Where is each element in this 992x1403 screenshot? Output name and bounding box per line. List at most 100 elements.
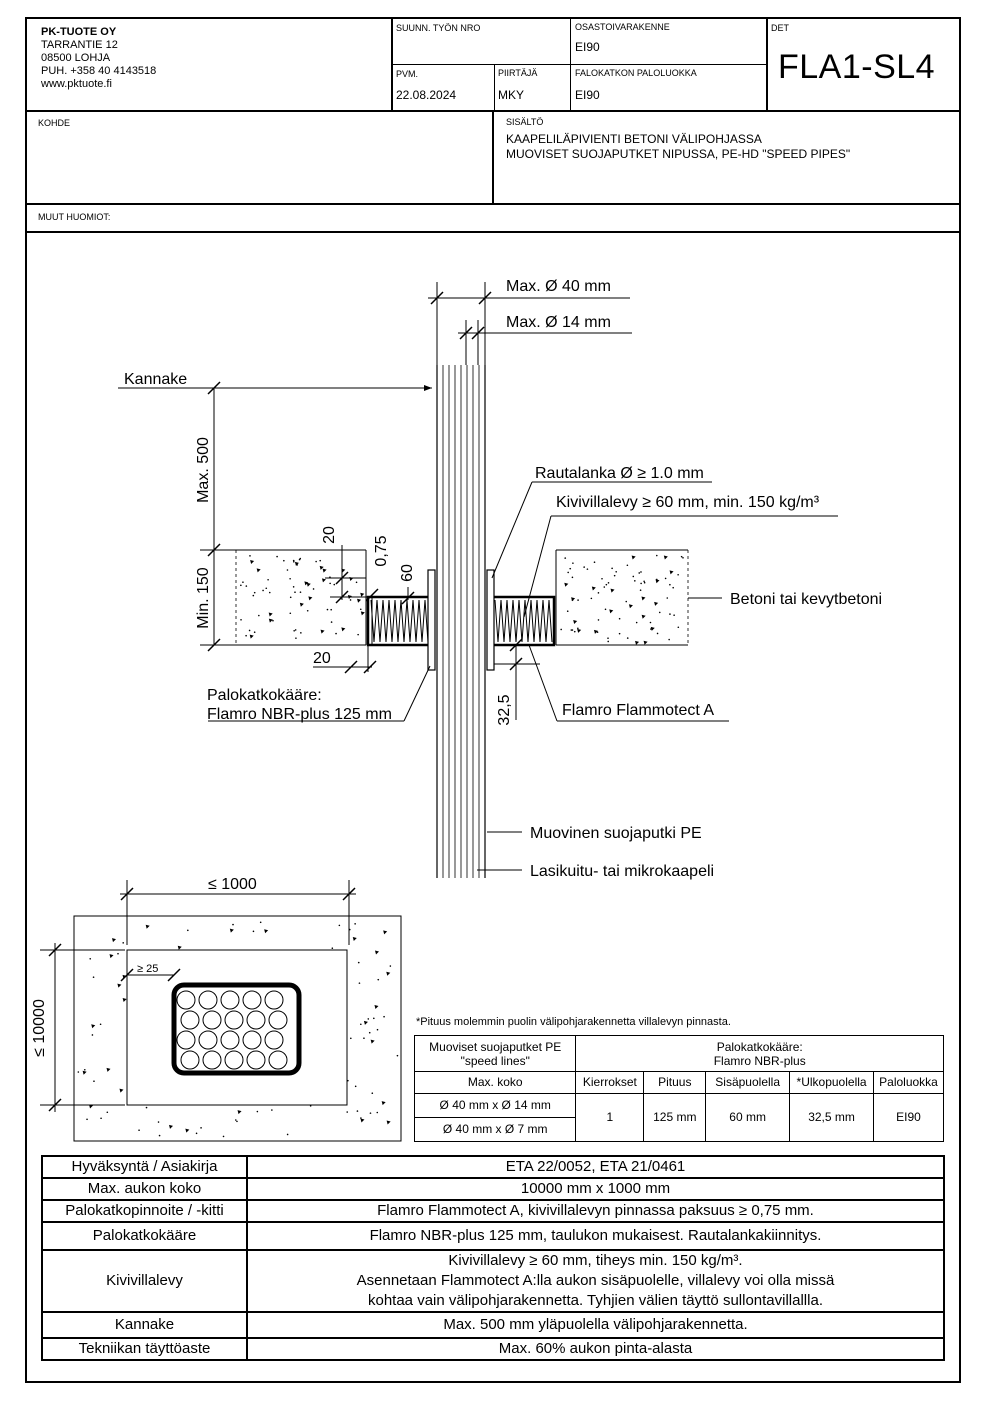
spec-row-2-size: Ø 40 mm x Ø 7 mm <box>413 1116 577 1143</box>
plan-pipe <box>268 1050 288 1070</box>
company-phone: PUH. +358 40 4143518 <box>41 65 157 77</box>
row-value: Flamro NBR-plus 125 mm, taulukon mukaise… <box>246 1221 945 1251</box>
speckle <box>669 613 671 615</box>
speckle <box>309 1105 312 1107</box>
speckle <box>573 630 576 633</box>
speckle <box>315 560 317 563</box>
speckle <box>354 923 356 925</box>
speckle <box>258 614 260 617</box>
speckle <box>330 621 333 623</box>
row-value: Max. 500 mm yläpuolella välipohjarakenne… <box>246 1311 945 1339</box>
label-d20a: 20 <box>321 526 338 544</box>
plan-pipe <box>268 1010 288 1030</box>
speckle <box>272 619 274 622</box>
plan-pipe <box>180 1010 200 1030</box>
plan-pipe <box>224 1050 244 1070</box>
speckle <box>308 596 313 601</box>
speckle <box>650 628 652 630</box>
speckle <box>100 1117 102 1120</box>
sisalto-text: KAAPELILÄPIVIENTI BETONI VÄLIPOHJASSA MU… <box>506 132 850 162</box>
suunn-label: SUUNN. TYÖN NRO <box>396 23 481 33</box>
speckle <box>373 1017 375 1020</box>
spec-row-1-size: Ø 40 mm x Ø 14 mm <box>413 1092 577 1118</box>
speckle <box>363 1020 368 1025</box>
speckle <box>264 929 269 934</box>
speckle <box>583 566 585 568</box>
sisalto-line-1: KAAPELILÄPIVIENTI BETONI VÄLIPOHJASSA <box>506 132 762 146</box>
label-min150: Min. 150 <box>195 567 212 628</box>
speckle <box>304 581 309 586</box>
speckle <box>569 567 572 570</box>
speckle <box>294 591 296 594</box>
speckle <box>319 565 324 570</box>
company-address: TARRANTIE 12 <box>41 39 118 51</box>
speckle <box>286 569 289 571</box>
speckle <box>249 555 251 557</box>
speckle <box>354 1085 357 1088</box>
speckle <box>157 1121 160 1123</box>
plan-pipe <box>198 1030 218 1050</box>
row-value-line: kohtaa vain välipohjarakennetta. Tyhjien… <box>367 1292 823 1309</box>
dim-max40 <box>428 282 630 365</box>
speckle <box>386 1120 391 1125</box>
label-max14: Max. Ø 14 mm <box>506 314 611 331</box>
speckle <box>295 637 297 639</box>
label-d60: 60 <box>399 564 416 582</box>
speckle <box>117 952 119 955</box>
speckle <box>299 602 304 607</box>
speckle <box>292 559 295 562</box>
speckle <box>306 609 309 612</box>
sisalto-line-2: MUOVISET SUOJAPUTKET NIPUSSA, PE-HD "SPE… <box>506 147 851 161</box>
speckle <box>571 597 576 602</box>
speckle <box>383 1015 385 1018</box>
spec-header-pipes-1: Muoviset suojaputket PE <box>429 1039 562 1054</box>
spec-col-pituus: Pituus <box>643 1071 707 1094</box>
speckle <box>632 575 635 578</box>
speckle <box>649 621 652 624</box>
speckle <box>91 1024 96 1029</box>
spec-kierrokset: 1 <box>575 1092 645 1143</box>
osasto-value: EI90 <box>575 40 600 54</box>
kohde-divider <box>25 203 961 205</box>
paloluokka-label: FALOKATKON PALOLUOKKA <box>575 68 697 78</box>
speckle <box>363 1037 365 1040</box>
speckle <box>375 950 380 955</box>
speckle <box>638 572 641 574</box>
speckle <box>293 560 295 563</box>
plan-pipe <box>246 1010 266 1030</box>
speckle <box>312 588 315 590</box>
spec-header-wrap-1: Palokatkokääre: <box>716 1039 803 1054</box>
speckle <box>138 1129 140 1132</box>
speckle <box>625 600 628 603</box>
speckle <box>639 589 642 591</box>
speckle <box>222 1135 225 1138</box>
speckle <box>357 633 359 636</box>
speckle <box>77 1071 80 1073</box>
company-info: PK-TUOTE OY TARRANTIE 12 08500 LOHJA PUH… <box>41 26 156 91</box>
label-kannake: Kannake <box>124 371 187 388</box>
speckle <box>577 628 582 633</box>
speckle <box>564 582 569 587</box>
piirtaja-label: PIIRTÄJÄ <box>498 68 538 78</box>
speckle <box>86 1118 88 1121</box>
speckle <box>240 618 242 621</box>
plan-pipe <box>176 1030 196 1050</box>
speckle <box>329 582 331 585</box>
speckle <box>601 577 603 580</box>
row-key: Palokatkopinnoite / -kitti <box>41 1199 248 1223</box>
speckle <box>91 1034 94 1036</box>
spec-ulko: 32,5 mm <box>789 1092 875 1143</box>
plan-pipe <box>202 1050 222 1070</box>
speckle <box>253 631 256 634</box>
speckle <box>610 588 615 593</box>
speckle <box>383 930 388 935</box>
speckle <box>658 611 661 614</box>
spec-header-pipes-2: "speed lines" <box>460 1053 530 1068</box>
speckle <box>597 592 600 594</box>
row-key: Tekniikan täyttöaste <box>41 1337 248 1361</box>
plan-pipe <box>242 1030 262 1050</box>
speckle <box>276 555 278 558</box>
